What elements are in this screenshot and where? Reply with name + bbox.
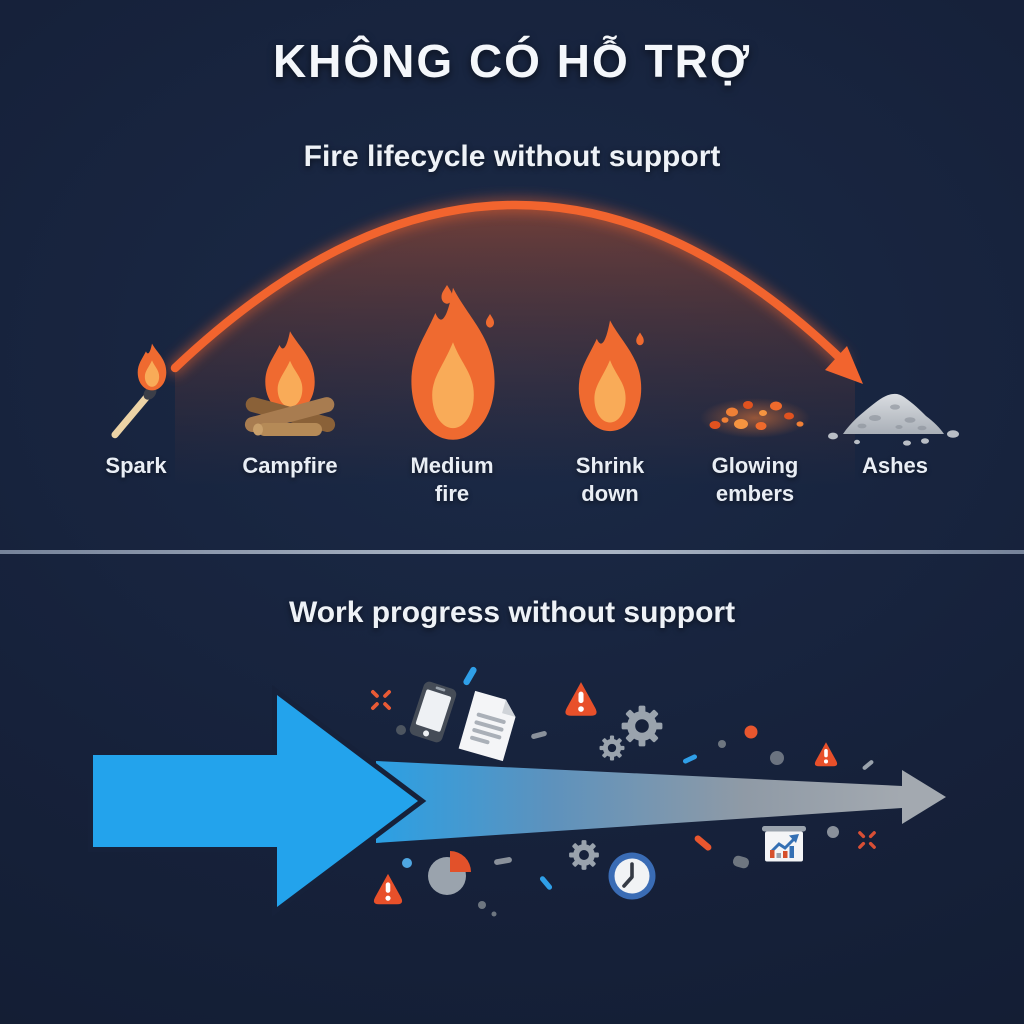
gear-icon bbox=[621, 705, 663, 747]
stage-label-campfire: Campfire bbox=[242, 453, 338, 478]
document-icon bbox=[458, 690, 516, 762]
work-progress-art bbox=[88, 665, 946, 918]
stage-label-glowing-embers: Glowing embers bbox=[711, 453, 799, 507]
page-title: KHÔNG CÓ HỖ TRỢ bbox=[272, 35, 752, 87]
presentation-chart-icon bbox=[762, 826, 806, 862]
debris-dot bbox=[718, 740, 726, 748]
progress-arrow-blue bbox=[88, 684, 427, 918]
debris-dot bbox=[478, 901, 486, 909]
gear-icon bbox=[599, 735, 625, 761]
arc-arrowhead bbox=[825, 346, 863, 384]
campfire-icon bbox=[244, 331, 336, 436]
debris-dash bbox=[682, 753, 698, 765]
match-spark-icon bbox=[111, 343, 167, 439]
debris-dot bbox=[396, 725, 406, 735]
debris-dot bbox=[827, 826, 839, 838]
smartphone-icon bbox=[409, 681, 457, 743]
sparkle-x-icon bbox=[858, 831, 876, 849]
stage-label-ashes: Ashes bbox=[861, 453, 929, 478]
pie-chart-icon bbox=[428, 851, 471, 895]
sparkle-x-icon bbox=[371, 690, 391, 710]
debris-dash bbox=[493, 856, 513, 866]
debris-dash bbox=[861, 759, 875, 771]
glowing-embers-icon bbox=[700, 398, 810, 438]
fire-lifecycle-art bbox=[111, 197, 959, 485]
progress-arrowhead-gray bbox=[902, 770, 946, 824]
debris-dot bbox=[770, 751, 784, 765]
warning-triangle-icon bbox=[565, 682, 597, 716]
section-divider bbox=[0, 550, 1024, 554]
stage-label-shrink-down: Shrink down bbox=[575, 453, 645, 507]
clock-icon bbox=[608, 852, 656, 900]
fire-arc-dome bbox=[175, 207, 855, 485]
warning-triangle-icon bbox=[814, 742, 838, 767]
debris-dot bbox=[491, 911, 497, 917]
stage-label-spark: Spark bbox=[105, 453, 167, 478]
debris-dash bbox=[538, 875, 554, 891]
debris-dot bbox=[402, 858, 412, 868]
debris-dash bbox=[462, 665, 478, 687]
progress-taper bbox=[376, 761, 902, 843]
fire-lifecycle-subtitle: Fire lifecycle without support bbox=[303, 140, 721, 173]
gear-icon bbox=[569, 840, 599, 870]
work-progress-title: Work progress without support bbox=[288, 596, 736, 629]
stage-label-medium-fire: Medium fire bbox=[410, 453, 494, 507]
ashes-icon bbox=[828, 393, 959, 446]
warning-triangle-icon bbox=[373, 873, 403, 905]
debris-dash bbox=[693, 834, 713, 852]
debris-blob bbox=[732, 855, 750, 869]
debris-dot bbox=[744, 725, 758, 739]
fire-arc-arrow bbox=[167, 197, 863, 384]
debris-dash bbox=[530, 730, 548, 740]
